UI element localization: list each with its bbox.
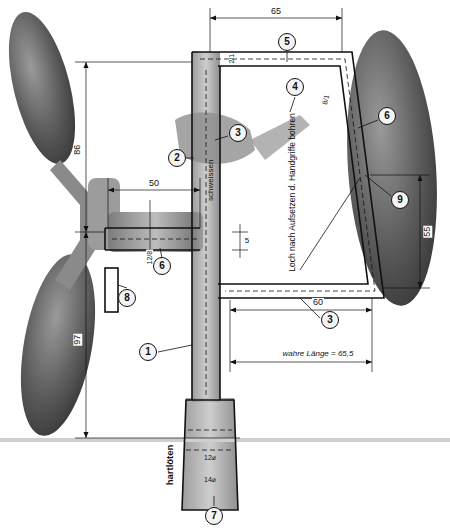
callout-text: 3 [235, 128, 241, 138]
dimension-lines [75, 8, 430, 438]
leader-lines [118, 52, 391, 506]
hidden-lines [112, 59, 375, 450]
dimension-label: 5 [244, 237, 250, 245]
dimension-label: schweissen [208, 158, 216, 201]
dimension-label: 65 [270, 7, 282, 16]
callout-text: 6 [159, 261, 165, 271]
callout-number: 1 [139, 343, 157, 361]
callout-text: 1 [145, 347, 151, 357]
dimension-label: 8/1 [321, 93, 331, 106]
dimension-label: wahre Länge = 65,5 [282, 350, 355, 358]
callout-text: 2 [174, 153, 180, 163]
dimension-label: 55 [423, 226, 432, 238]
dimension-label: 50 [148, 179, 160, 188]
dimension-label: hartlöten [165, 444, 175, 487]
callout-number: 2 [168, 149, 186, 167]
callout-number: 6 [378, 107, 396, 125]
photo-background [0, 6, 450, 510]
callout-text: 7 [211, 511, 217, 521]
dimension-label: 97 [73, 334, 82, 346]
callout-number: 4 [286, 78, 304, 96]
callout-text: 6 [384, 111, 390, 121]
dimension-arrows [84, 16, 423, 439]
dimension-label: 12/8 [146, 250, 153, 266]
callout-number: 5 [278, 33, 296, 51]
callout-text: 8 [124, 293, 130, 303]
part-outlines [105, 52, 384, 510]
dimension-label: 12⌀ [203, 454, 217, 461]
callout-number: 9 [391, 191, 409, 209]
dimension-label: 14⌀ [203, 476, 217, 483]
callout-number: 3 [229, 124, 247, 142]
dimension-label: 60 [312, 298, 324, 307]
callout-text: 3 [327, 315, 333, 325]
callout-number: 7 [205, 507, 223, 525]
callout-number: 6 [153, 257, 171, 275]
callout-text: 5 [284, 37, 290, 47]
dimension-label: 2/1 [228, 53, 235, 65]
dimension-label: Loch nach Aufsetzen d. Handgriffe bohren [288, 112, 297, 273]
callout-text: 9 [397, 195, 403, 205]
dimension-label: 86 [73, 144, 82, 156]
callout-number: 3 [321, 311, 339, 329]
callout-text: 4 [292, 82, 298, 92]
callout-number: 8 [118, 289, 136, 307]
